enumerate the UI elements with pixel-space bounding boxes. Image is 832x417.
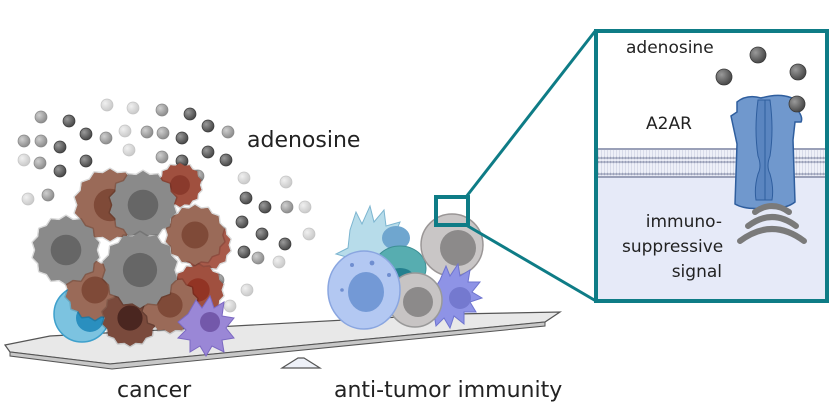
signal-label-line: suppressive [622, 237, 724, 257]
adenosine-molecule [140, 125, 154, 139]
adenosine-molecule [53, 140, 67, 154]
adenosine-molecule [789, 63, 807, 81]
cancer-cell-cluster [31, 161, 235, 357]
adenosine-molecule [715, 68, 733, 86]
immunosuppressive-signal-label: immuno- suppressive signal [622, 210, 724, 285]
adenosine-molecule [280, 200, 294, 214]
inset-frame [594, 29, 829, 303]
inset-panel [594, 29, 829, 303]
adenosine-molecule [201, 145, 215, 159]
adenosine-molecule [302, 227, 316, 241]
cancer-cell-gray [31, 214, 101, 286]
dendritic-cell-purple [176, 294, 235, 357]
zoom-connector-top [464, 29, 598, 198]
adenosine-molecule [255, 227, 269, 241]
adenosine-molecule [279, 175, 293, 189]
adenosine-molecule [99, 131, 113, 145]
adenosine-molecule [79, 154, 93, 168]
adenosine-molecule [272, 255, 286, 269]
adenosine-molecule [41, 188, 55, 202]
a2ar-label: A2AR [646, 114, 692, 134]
adenosine-molecule [17, 134, 31, 148]
lymphocyte-gray-top [420, 213, 484, 277]
adenosine-molecule [21, 192, 35, 206]
zoom-source-box [434, 195, 470, 227]
macrophage-blue [327, 250, 401, 330]
cancer-cell-gray [108, 169, 178, 241]
zoom-callout [434, 29, 598, 303]
adenosine-label: adenosine [247, 128, 361, 153]
zoom-connector-bottom [465, 223, 597, 303]
cancer-cell-gray [101, 230, 179, 310]
adenosine-molecule [223, 299, 237, 313]
adenosine-molecule [258, 200, 272, 214]
lymphocyte-gray-bottom [387, 272, 443, 328]
adenosine-molecule [278, 237, 292, 251]
signal-label-line: signal [671, 262, 722, 282]
adenosine-molecule [34, 110, 48, 124]
signal-label-line: immuno- [645, 212, 722, 232]
adenosine-molecule [100, 98, 114, 112]
adenosine-molecule [221, 125, 235, 139]
seesaw-plank-side [9, 321, 546, 370]
adenosine-molecule [79, 127, 93, 141]
immune-cell-cluster [327, 204, 484, 330]
adenosine-molecule [298, 200, 312, 214]
adenosine-molecule [240, 283, 254, 297]
cancer-cell-brown [164, 203, 226, 267]
adenosine-molecule-cloud [17, 98, 316, 313]
adenosine-molecule [235, 215, 249, 229]
adenosine-molecule [749, 46, 767, 64]
adenosine-molecule-bound [788, 95, 806, 113]
adenosine-molecule [239, 191, 253, 205]
adenosine-molecule [175, 131, 189, 145]
seesaw-fulcrum [279, 357, 323, 369]
adenosine-molecule [33, 156, 47, 170]
adenosine-molecule [53, 164, 67, 178]
adenosine-molecule [155, 103, 169, 117]
adenosine-molecule [118, 124, 132, 138]
adenosine-molecule [156, 126, 170, 140]
adenosine-molecule [155, 150, 169, 164]
adenosine-molecule [237, 171, 251, 185]
adenosine-molecule [219, 153, 233, 167]
cancer-label: cancer [117, 378, 192, 403]
signal-wave-icon [737, 203, 807, 244]
adenosine-molecule [237, 245, 251, 259]
a2ar-receptor-icon [730, 94, 804, 210]
adenosine-molecule [34, 134, 48, 148]
inset-adenosine-label: adenosine [626, 38, 714, 58]
anti-tumor-immunity-label: anti-tumor immunity [334, 378, 563, 403]
adenosine-molecule [201, 119, 215, 133]
adenosine-molecule [122, 143, 136, 157]
adenosine-molecule [62, 114, 76, 128]
adenosine-molecule [251, 251, 265, 265]
adenosine-molecule [126, 101, 140, 115]
adenosine-molecule [183, 107, 197, 121]
adenosine-molecule [17, 153, 31, 167]
